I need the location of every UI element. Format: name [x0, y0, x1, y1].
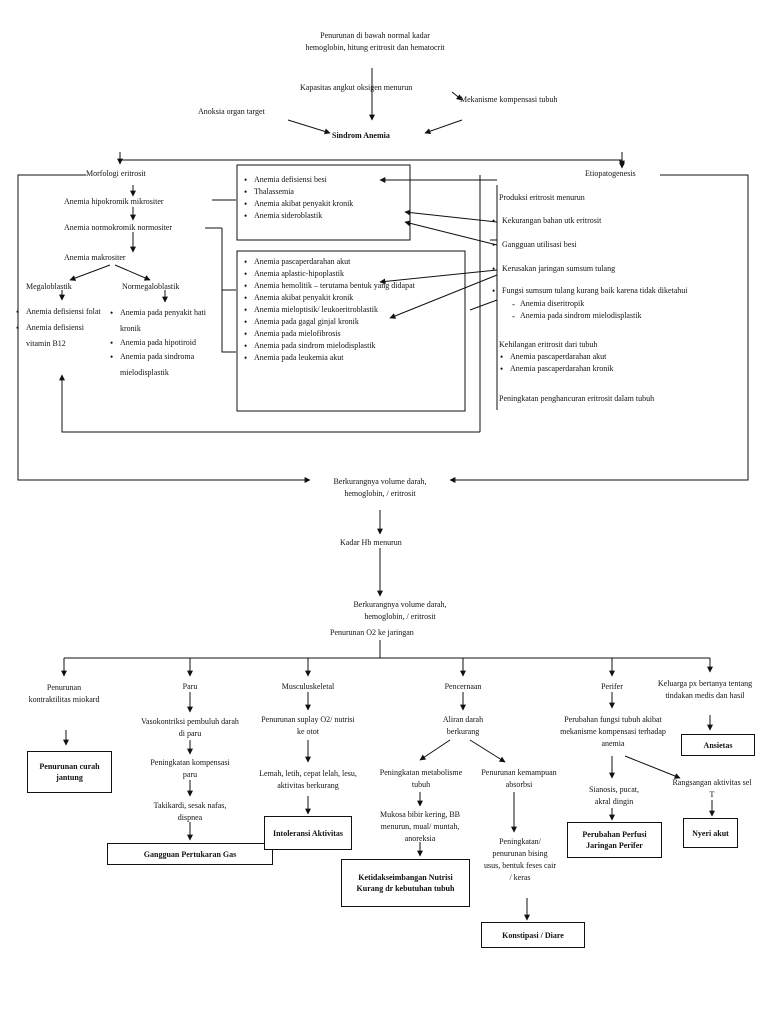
list-item: Anemia pascaperdarahan akut [242, 256, 464, 268]
list-item: Anemia hemolitik – terutama bentuk yang … [242, 280, 464, 292]
list-item: Anemia akibat penyakit kronik [242, 198, 407, 210]
list-item: Anemia pada mielofibrosis [242, 328, 464, 340]
list-item: Anemia mieloptisik/ leukoeritroblastik [242, 304, 464, 316]
list-item: Anemia akibat penyakit kronik [242, 292, 464, 304]
list-item: Anemia pada sindroma mielodisplastik [108, 349, 226, 381]
list-item: Anemia pada leukemia akut [242, 352, 464, 364]
list-item: Anemia pada sindrom mielodisplastik [242, 340, 464, 352]
morphology-node: Morfologi eritrosit [86, 169, 146, 178]
lung-step-2: Peningkatan kompensasi paru [150, 758, 230, 779]
perifer-right-1: Rangsangan aktivitas sel T [672, 778, 752, 799]
perifer-left-1: Sianosis, pucat, akral dingin [589, 785, 639, 806]
musculo-title: Musculuskeletal [281, 682, 335, 691]
list-item: Anemia pascaperdarahan akut [498, 351, 698, 363]
macrocytic-node: Anemia makrositer [64, 253, 126, 262]
lung-step-1: Vasokontriksi pembuluh darah di paru [141, 717, 239, 738]
volume-node-1: Berkurangnya volume darah, hemoglobin, /… [333, 477, 427, 498]
lung-diagnosis: Gangguan Pertukaran Gas [107, 843, 273, 865]
list-item: Anemia pada sindrom mielodisplastik [508, 310, 728, 322]
list-item: Anemia defisiensi besi [242, 174, 407, 186]
oxygen-capacity-node: Kapasitas angkut oksigen menurun [300, 83, 413, 92]
center-box-1: Anemia defisiensi besi Thalassemia Anemi… [242, 174, 407, 222]
normegaloblastic-list: Anemia pada penyakit hati kronik Anemia … [108, 305, 226, 381]
list-item: Anemia pada hipotiroid [108, 337, 226, 349]
digestion-left-1: Peningkatan metabolisme tubuh [379, 768, 463, 789]
etiology-node: Etiopatogenesis [585, 169, 636, 178]
list-item: Anemia sideroblastik [242, 210, 407, 222]
compensation-node: Mekanisme kompensasi tubuh [460, 95, 558, 104]
lung-step-3: Takikardi, sesak nafas, dispnea [153, 801, 227, 822]
volume-node-2: Berkurangnya volume darah, hemoglobin, /… [353, 600, 447, 621]
loss-list: Anemia pascaperdarahan akut Anemia pasca… [498, 351, 698, 375]
list-item: Anemia pascaperdarahan kronik [498, 363, 698, 375]
lung-title: Paru [182, 682, 198, 691]
list-item: Anemia pada gagal ginjal kronik [242, 316, 464, 328]
list-item: Anemia defisiensi vitamin B12 [14, 320, 106, 352]
list-item: Fungsi sumsum tulang kurang baik karena … [490, 285, 750, 297]
musculo-diagnosis: Intoleransi Aktivitas [264, 816, 352, 850]
normochromic-node: Anemia normokromik normositer [64, 223, 172, 232]
perifer-right-diagnosis: Nyeri akut [683, 818, 738, 848]
anoxia-node: Anoksia organ target [198, 107, 265, 116]
center-box-2: Anemia pascaperdarahan akut Anemia aplas… [242, 256, 464, 364]
digestion-right-diagnosis: Konstipasi / Diare [481, 922, 585, 948]
perifer-step-1: Perubahan fungsi tubuh akibat mekanisme … [560, 715, 666, 748]
normegaloblastic-node: Normegaloblastik [122, 282, 180, 291]
family-diagnosis: Ansietas [681, 734, 755, 756]
list-item: Anemia defisiensi folat [14, 304, 106, 320]
list-item: Anemia aplastic-hipoplastik [242, 268, 464, 280]
o2-node: Penurunan O2 ke jaringan [330, 628, 414, 637]
unknown-cause-list: Anemia diseritropik Anemia pada sindrom … [508, 298, 728, 322]
production-node: Produksi eritrosit menurun [499, 193, 585, 202]
destruction-node: Peningkatan penghancuran eritrosit dalam… [499, 394, 655, 403]
production-list: Kekurangan bahan utk eritrosit Gangguan … [490, 215, 750, 297]
family-title: Keluarga px bertanya tentang tindakan me… [657, 679, 753, 700]
musculo-step-1: Penurunan suplay O2/ nutrisi ke otot [261, 715, 355, 736]
list-item: Thalassemia [242, 186, 407, 198]
hb-node: Kadar Hb menurun [340, 538, 402, 547]
megaloblastic-node: Megaloblastik [26, 282, 72, 291]
megaloblastic-list: Anemia defisiensi folat Anemia defisiens… [14, 304, 106, 352]
digestion-right-1: Penurunan kemampuan absorbsi [481, 768, 557, 789]
digestion-title: Pencernaan [444, 682, 482, 691]
digestion-step-1: Aliran darah berkurang [442, 715, 484, 736]
cardiac-diagnosis: Penurunan curah jantung [27, 751, 112, 793]
list-item: Anemia pada penyakit hati kronik [108, 305, 226, 337]
start-node: Penurunan di bawah normal kadar hemoglob… [305, 31, 445, 52]
musculo-step-2: Lemah, letih, cepat lelah, lesu, aktivit… [259, 769, 357, 790]
digestion-left-2: Mukosa bibir kering, BB menurun, mual/ m… [380, 810, 460, 843]
digestion-right-2: Peningkatan/ penurunan bising usus, bent… [484, 837, 556, 882]
perifer-title: Perifer [601, 682, 623, 691]
syndrome-node: Sindrom Anemia [332, 131, 390, 140]
list-item: Gangguan utilisasi besi [490, 239, 750, 251]
digestion-left-diagnosis: Ketidakseimbangan Nutrisi Kurang dr kebu… [341, 859, 470, 907]
list-item: Anemia diseritropik [508, 298, 728, 310]
list-item: Kekurangan bahan utk eritrosit [490, 215, 750, 227]
cardiac-title: Penurunan kontraktilitas miokard [28, 683, 100, 704]
hypochromic-node: Anemia hipokromik mikrositer [64, 197, 164, 206]
list-item: Kerusakan jaringan sumsum tulang [490, 263, 750, 275]
loss-node: Kehilangan eritrosit dari tubuh [499, 340, 598, 349]
perifer-left-diagnosis: Perubahan Perfusi Jaringan Perifer [567, 822, 662, 858]
